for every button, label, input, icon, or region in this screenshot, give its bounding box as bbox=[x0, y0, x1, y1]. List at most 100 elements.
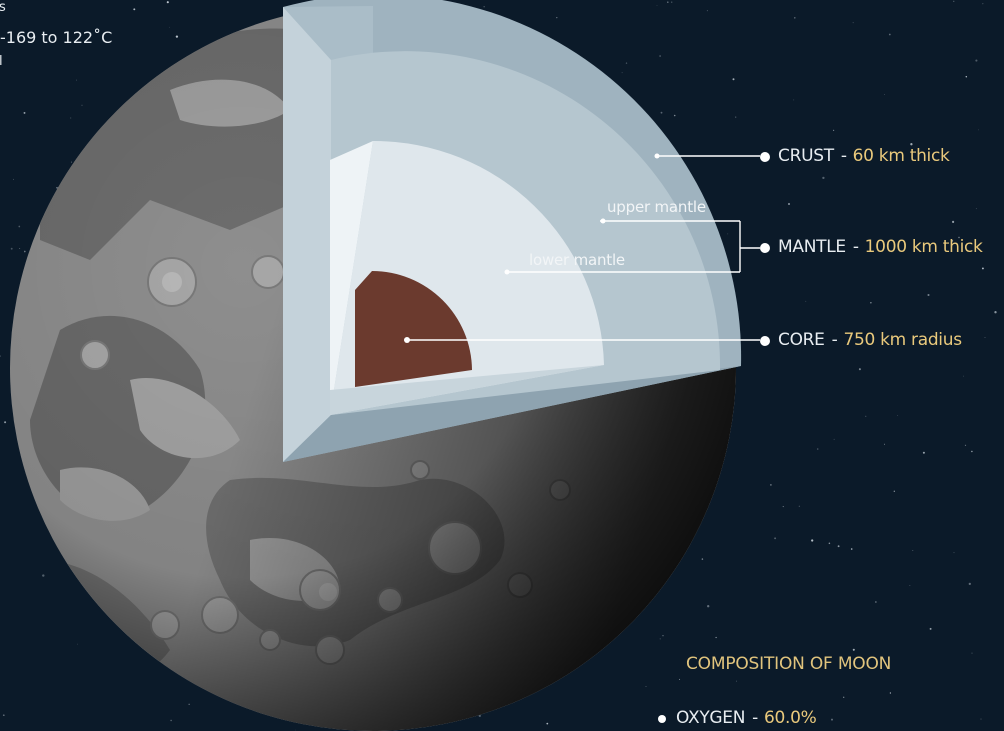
mantle-name: MANTLE bbox=[778, 237, 846, 257]
star bbox=[982, 3, 984, 5]
core-label: CORE-750 km radius bbox=[778, 330, 962, 350]
star bbox=[884, 94, 885, 95]
star bbox=[706, 10, 708, 12]
star bbox=[953, 552, 955, 554]
star bbox=[10, 247, 13, 250]
star bbox=[980, 718, 982, 720]
mantle-value: 1000 km thick bbox=[864, 237, 983, 257]
star bbox=[850, 548, 853, 550]
upper-mantle-label: upper mantle bbox=[607, 198, 706, 216]
star bbox=[546, 722, 549, 725]
core-value: 750 km radius bbox=[843, 330, 962, 350]
star bbox=[912, 550, 914, 552]
star bbox=[793, 99, 795, 101]
star bbox=[659, 638, 661, 640]
crust-label: CRUST-60 km thick bbox=[778, 146, 950, 166]
star bbox=[0, 355, 1, 357]
star bbox=[735, 116, 737, 118]
star bbox=[968, 582, 971, 586]
star bbox=[732, 78, 735, 81]
star bbox=[77, 643, 78, 645]
star bbox=[23, 111, 26, 114]
star bbox=[951, 239, 954, 242]
star bbox=[929, 627, 932, 630]
star bbox=[667, 1, 669, 3]
star bbox=[965, 75, 968, 78]
star bbox=[870, 302, 872, 304]
star bbox=[897, 415, 899, 416]
star bbox=[782, 506, 784, 508]
star bbox=[659, 55, 661, 57]
composition-title: COMPOSITION OF MOON bbox=[686, 654, 892, 674]
star bbox=[893, 490, 895, 492]
star bbox=[715, 636, 717, 639]
star bbox=[852, 648, 855, 651]
star bbox=[909, 585, 911, 586]
composition-item-oxygen: OXYGEN-60.0% bbox=[676, 708, 817, 728]
star bbox=[805, 300, 807, 302]
star bbox=[81, 104, 83, 106]
star bbox=[18, 225, 21, 228]
star bbox=[888, 33, 891, 36]
star bbox=[922, 451, 925, 454]
star bbox=[962, 375, 964, 377]
star bbox=[175, 35, 179, 38]
moon-cutaway bbox=[283, 0, 742, 462]
star bbox=[952, 220, 955, 223]
star bbox=[816, 448, 819, 450]
oxygen-separator: - bbox=[752, 708, 758, 728]
star bbox=[833, 438, 835, 440]
star bbox=[975, 208, 977, 210]
corner-fragment-side: l bbox=[0, 54, 3, 69]
corner-fragment-top: s bbox=[0, 0, 6, 15]
star bbox=[625, 62, 628, 64]
star bbox=[971, 450, 973, 453]
crust-separator: - bbox=[840, 146, 847, 166]
star bbox=[76, 79, 77, 81]
star bbox=[188, 703, 190, 705]
star bbox=[822, 176, 825, 180]
star bbox=[660, 111, 663, 114]
star bbox=[843, 696, 845, 698]
star bbox=[978, 129, 979, 131]
star bbox=[770, 484, 772, 486]
star bbox=[828, 542, 831, 545]
star bbox=[975, 59, 978, 62]
star bbox=[56, 186, 58, 189]
star bbox=[70, 117, 72, 119]
star bbox=[981, 267, 984, 270]
star bbox=[673, 114, 676, 117]
core-name: CORE bbox=[778, 330, 825, 350]
star bbox=[910, 143, 913, 146]
star bbox=[788, 203, 790, 205]
star bbox=[483, 6, 485, 8]
oxygen-name: OXYGEN bbox=[676, 708, 746, 728]
core-layer bbox=[355, 271, 472, 387]
star bbox=[23, 250, 26, 253]
star bbox=[19, 248, 21, 249]
star bbox=[994, 311, 997, 314]
star bbox=[811, 539, 814, 542]
crust-name: CRUST bbox=[778, 146, 834, 166]
star bbox=[837, 545, 840, 548]
star bbox=[971, 652, 973, 654]
star bbox=[852, 22, 854, 24]
star bbox=[170, 719, 172, 722]
star bbox=[679, 678, 681, 680]
star bbox=[4, 421, 7, 424]
star bbox=[889, 692, 892, 694]
star bbox=[133, 8, 136, 11]
pointer-lines bbox=[407, 155, 760, 341]
star bbox=[645, 686, 647, 687]
star bbox=[958, 236, 960, 239]
star bbox=[707, 605, 710, 608]
pointer-dots bbox=[404, 152, 770, 723]
star bbox=[831, 718, 833, 721]
star bbox=[168, 26, 170, 28]
star bbox=[832, 129, 835, 132]
star bbox=[865, 415, 867, 417]
star bbox=[556, 17, 558, 19]
star bbox=[656, 5, 658, 6]
crust-value: 60 km thick bbox=[852, 146, 950, 166]
